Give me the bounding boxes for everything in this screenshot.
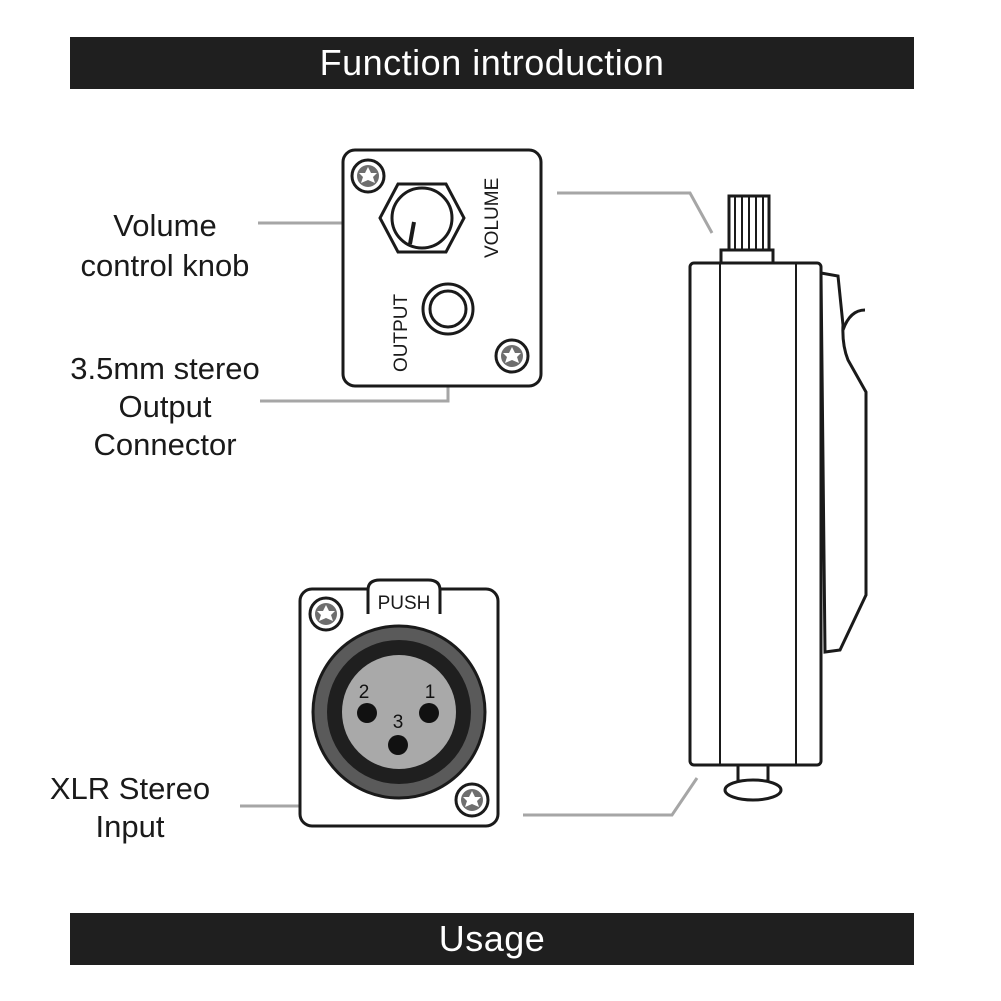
leader-top-to-device bbox=[557, 191, 714, 234]
xlr-panel: PUSH 2 1 3 bbox=[298, 578, 500, 828]
footer-banner: Usage bbox=[70, 913, 914, 965]
device-body bbox=[688, 261, 823, 767]
header-title: Function introduction bbox=[319, 42, 665, 83]
device-side-view bbox=[688, 194, 868, 802]
callout-output-line1: 3.5mm stereo bbox=[70, 351, 260, 386]
callout-volume-line2: control knob bbox=[80, 248, 250, 283]
screw-icon bbox=[494, 338, 530, 374]
screw-icon bbox=[454, 782, 490, 818]
screw-icon bbox=[350, 158, 386, 194]
top-panel: VOLUME OUTPUT bbox=[341, 148, 543, 388]
screw-icon bbox=[308, 596, 344, 632]
xlr-socket-icon bbox=[311, 624, 487, 800]
callout-output-line2: Output bbox=[118, 389, 212, 424]
header-banner: Function introduction bbox=[70, 37, 914, 89]
callout-output-line3: Connector bbox=[93, 427, 237, 462]
callout-output-connector: 3.5mm stereo Output Connector bbox=[40, 350, 290, 464]
callout-xlr-line1: XLR Stereo bbox=[49, 771, 211, 806]
push-tab bbox=[366, 578, 442, 614]
jack-icon bbox=[421, 282, 475, 336]
pin-3-label: 3 bbox=[393, 712, 404, 733]
output-text: OUTPUT bbox=[391, 294, 412, 373]
callout-volume-line1: Volume bbox=[113, 208, 217, 243]
belt-clip bbox=[819, 271, 868, 654]
pin-1-label: 1 bbox=[425, 682, 436, 703]
footer-title: Usage bbox=[438, 918, 546, 959]
callout-xlr-input: XLR Stereo Input bbox=[20, 770, 240, 846]
leader-xlr-to-device bbox=[523, 777, 699, 817]
pin-2-label: 2 bbox=[359, 682, 370, 703]
callout-xlr-line2: Input bbox=[95, 809, 165, 844]
callout-volume-knob: Volume control knob bbox=[40, 206, 290, 286]
volume-text: VOLUME bbox=[482, 178, 503, 258]
knob-icon bbox=[378, 182, 466, 254]
bottom-connector bbox=[723, 778, 783, 802]
push-text: PUSH bbox=[378, 593, 431, 614]
